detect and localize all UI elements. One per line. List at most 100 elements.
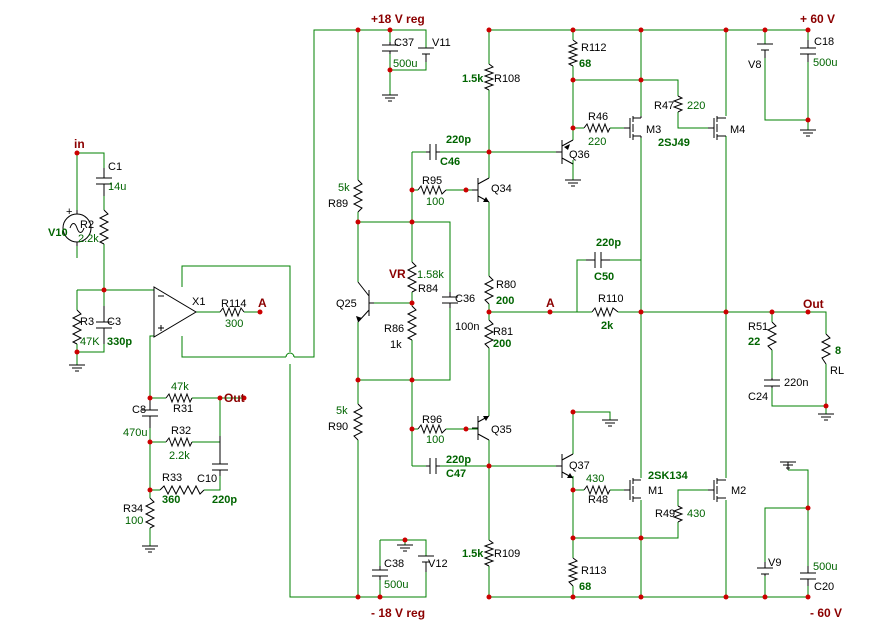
resistor-r2 — [98, 209, 110, 245]
value-r109: 1.5k — [462, 548, 484, 560]
ground-symbol — [142, 545, 158, 553]
value-r49: 430 — [687, 508, 705, 520]
resistor-r49 — [672, 505, 684, 523]
transistor-q34 — [472, 177, 490, 203]
opamp-x1 — [153, 286, 197, 338]
capacitor-c20 — [800, 566, 816, 586]
value-c47: 220p — [446, 454, 471, 466]
ref-r113: R113 — [581, 565, 606, 577]
ref-c47: C47 — [446, 468, 466, 480]
capacitor-c50 — [586, 252, 610, 268]
value-r32: 2.2k — [169, 450, 190, 462]
ref-q34: Q34 — [491, 183, 512, 195]
value-r31: 47k — [171, 381, 189, 393]
battery-v12 — [418, 555, 434, 572]
capacitor-c46 — [426, 144, 440, 160]
ref-r31: R31 — [173, 403, 193, 415]
ref-v11: V11 — [432, 37, 451, 49]
rail-label-neg60: - 60 V — [810, 606, 842, 620]
ref-r110: R110 — [598, 293, 623, 305]
net-label-a-output: A — [546, 296, 555, 310]
net-labels: +18 V reg - 18 V reg + 60 V - 60 V in A … — [74, 12, 842, 620]
ref-c18: C18 — [814, 36, 834, 48]
value-r33: 360 — [162, 494, 180, 506]
ac-source-v10: + — [62, 206, 92, 246]
ref-r48: R48 — [588, 494, 608, 506]
ground-symbol — [69, 364, 85, 372]
ref-c46: C46 — [440, 156, 460, 168]
value-r2: 2.2k — [78, 233, 99, 245]
resistor-r110 — [591, 306, 619, 318]
value-c3: 330p — [107, 336, 132, 348]
value-r96: 100 — [426, 434, 444, 446]
ref-r33: R33 — [162, 472, 182, 484]
resistor-r31 — [165, 392, 193, 404]
value-r47: 220 — [687, 100, 705, 112]
ref-c50: C50 — [594, 271, 614, 283]
ref-q25: Q25 — [336, 298, 357, 310]
capacitor-c18 — [800, 40, 816, 62]
ref-c1: C1 — [108, 161, 122, 173]
resistor-r48 — [583, 484, 611, 496]
rail-label-pos18: +18 V reg — [371, 12, 425, 26]
ref-q37: Q37 — [569, 460, 590, 472]
mosfet-m3 — [624, 116, 642, 140]
capacitor-c3 — [96, 306, 112, 344]
value-c20: 500u — [813, 561, 837, 573]
battery-v11 — [418, 47, 434, 62]
ref-c24: C24 — [748, 391, 768, 403]
ref-r32: R32 — [171, 425, 191, 437]
value-r90: 5k — [336, 405, 348, 417]
ground-symbol — [800, 129, 816, 137]
value-c38: 500u — [384, 579, 408, 591]
ref-c20: C20 — [814, 581, 834, 593]
resistor-rl — [820, 333, 832, 365]
value-r48: 430 — [586, 473, 604, 485]
part-labels: V10 C1 14u R2 2.2k R3 47K C3 330p X1 R11… — [48, 36, 844, 593]
battery-v8 — [757, 43, 773, 58]
resistor-r84 — [406, 261, 418, 293]
capacitor-c1 — [96, 168, 112, 196]
value-r3: 47K — [80, 336, 100, 348]
capacitor-c8 — [142, 400, 158, 428]
resistor-r113 — [567, 557, 579, 587]
value-vr: 1.58k — [417, 269, 444, 281]
svg-text:+: + — [66, 206, 72, 218]
type-p-mosfet: 2SJ49 — [658, 137, 690, 149]
capacitor-c47 — [426, 458, 440, 474]
ref-x1: X1 — [192, 296, 205, 308]
ref-c10: C10 — [197, 473, 217, 485]
resistor-r89 — [352, 179, 364, 213]
mosfet-m1 — [624, 478, 641, 502]
ref-r49: R49 — [655, 508, 675, 520]
ref-r2: R2 — [80, 219, 94, 231]
ref-r81: R81 — [493, 326, 513, 338]
ref-m2: M2 — [731, 485, 746, 497]
capacitor-c10 — [212, 436, 228, 476]
ref-r96: R96 — [422, 414, 442, 426]
value-r86: 1k — [390, 339, 402, 351]
transistor-q25 — [356, 281, 374, 323]
value-r46: 220 — [588, 136, 606, 148]
value-r81: 200 — [493, 338, 511, 350]
ref-v12: V12 — [428, 558, 448, 570]
ref-r47: R47 — [654, 100, 674, 112]
resistor-r3 — [71, 309, 83, 345]
resistor-r90 — [352, 403, 364, 441]
ref-r95: R95 — [422, 175, 442, 187]
ref-v10: V10 — [48, 227, 68, 239]
wire-crossover — [285, 352, 295, 358]
resistor-r33 — [159, 484, 205, 496]
ref-c38: C38 — [384, 558, 404, 570]
ref-r46: R46 — [588, 111, 608, 123]
battery-v9 — [757, 562, 773, 576]
transistor-q35 — [472, 415, 490, 441]
value-r112: 68 — [579, 58, 591, 70]
value-r114: 300 — [225, 318, 243, 330]
resistor-r112 — [567, 39, 579, 67]
resistor-r51 — [766, 321, 778, 351]
resistor-r86 — [406, 305, 418, 341]
value-c46: 220p — [446, 134, 471, 146]
ground-symbol — [382, 94, 398, 102]
